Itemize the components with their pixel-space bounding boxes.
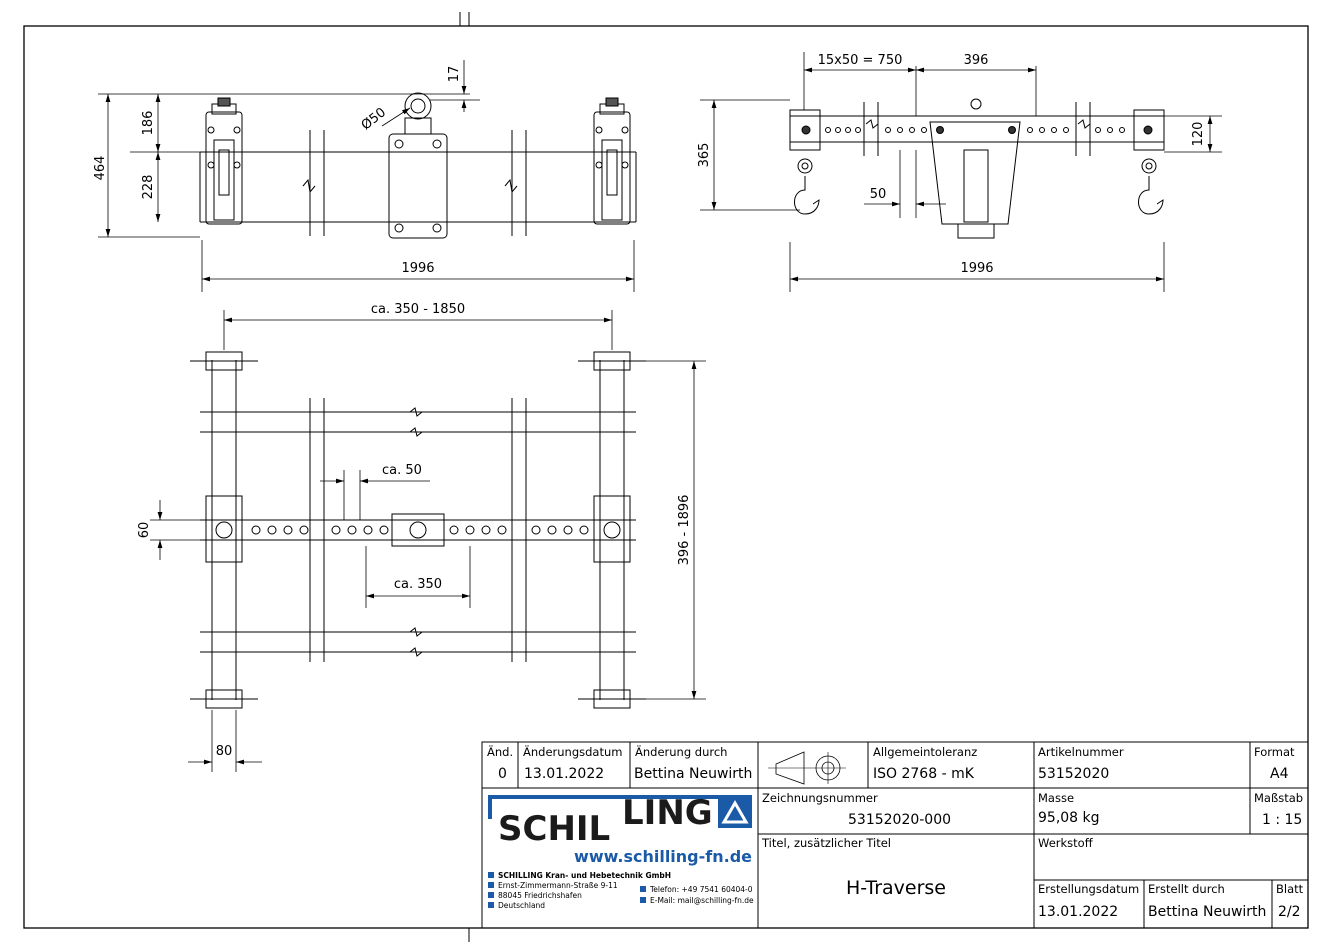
created-date-value: 13.01.2022 — [1038, 904, 1118, 920]
article-value: 53152020 — [1038, 766, 1109, 782]
drawing-no-value: 53152020-000 — [848, 812, 951, 828]
company-city: 88045 Friedrichshafen — [498, 891, 582, 900]
title-block-text: Änd. 0 Änderungsdatum 13.01.2022 Änderun… — [487, 744, 1304, 920]
front-view — [700, 52, 1222, 292]
drawing-no-label: Zeichnungsnummer — [762, 791, 878, 805]
dim-range: 396 - 1896 — [677, 495, 692, 566]
logo-triangle-icon — [721, 800, 749, 824]
company-email: E-Mail: mail@schilling-fn.de — [650, 896, 754, 905]
material-label: Werkstoff — [1038, 836, 1094, 850]
dim-464: 464 — [93, 156, 108, 181]
scale-label: Maßstab — [1254, 791, 1303, 805]
company-country: Deutschland — [498, 901, 545, 910]
title-label: Titel, zusätzlicher Titel — [761, 836, 891, 850]
company-logo: SCHIL LING www.schilling-fn.de SCHILLING… — [488, 793, 754, 910]
logo-tail: LING — [622, 793, 713, 833]
title-block — [481, 741, 1309, 929]
side-view-labels: 464 186 228 Ø50 17 1996 — [93, 66, 462, 276]
dim-front-width: 1996 — [960, 261, 993, 276]
tolerance-value: ISO 2768 - mK — [873, 766, 975, 782]
rev-value: 0 — [498, 766, 507, 782]
top-hole-row — [251, 525, 589, 535]
dim-365: 365 — [697, 143, 712, 168]
company-phone: Telefon: +49 7541 60404-0 — [649, 885, 753, 894]
sheet-label: Blatt — [1276, 882, 1304, 896]
dim-396: 396 — [964, 53, 989, 68]
top-view-labels: ca. 350 - 1850 ca. 50 ca. 350 60 80 396 … — [137, 302, 692, 759]
front-view-labels: 15x50 = 750 396 365 120 50 1996 — [697, 53, 1206, 276]
rev-label: Änd. — [487, 744, 513, 759]
dim-186: 186 — [141, 111, 156, 136]
dim-120: 120 — [1191, 122, 1206, 147]
company-street: Ernst-Zimmermann-Straße 9-11 — [498, 881, 618, 890]
dim-50: 50 — [870, 187, 887, 202]
change-by-value: Bettina Neuwirth — [634, 766, 752, 782]
logo-bar-left — [488, 799, 492, 819]
company-website: www.schilling-fn.de — [574, 847, 752, 866]
sheet-value: 2/2 — [1278, 904, 1301, 920]
logo-main: SCHIL — [498, 809, 610, 849]
company-name: SCHILLING Kran- und Hebetechnik GmbH — [498, 871, 671, 880]
change-by-label: Änderung durch — [635, 744, 727, 759]
dim-ca-50: ca. 50 — [382, 463, 422, 478]
drawing-title: H-Traverse — [846, 877, 946, 899]
change-date-value: 13.01.2022 — [524, 766, 604, 782]
dim-pitch: 15x50 = 750 — [818, 53, 903, 68]
top-view — [150, 310, 706, 772]
dim-eye-diameter: Ø50 — [359, 105, 389, 133]
mass-value: 95,08 kg — [1038, 810, 1100, 826]
dim-side-width: 1996 — [401, 261, 434, 276]
dim-17: 17 — [447, 66, 462, 83]
side-view — [98, 60, 637, 292]
dim-228: 228 — [141, 175, 156, 200]
scale-value: 1 : 15 — [1262, 812, 1302, 828]
front-hole-row — [801, 125, 1153, 135]
created-by-value: Bettina Neuwirth — [1148, 904, 1266, 920]
change-date-label: Änderungsdatum — [523, 744, 622, 759]
dim-60: 60 — [137, 522, 152, 539]
article-label: Artikelnummer — [1038, 745, 1124, 759]
tolerance-label: Allgemeintoleranz — [873, 745, 977, 759]
created-date-label: Erstellungsdatum — [1038, 882, 1139, 896]
logo-bar — [488, 795, 752, 799]
dim-span: ca. 350 - 1850 — [371, 302, 465, 317]
format-label: Format — [1254, 745, 1295, 759]
created-by-label: Erstellt durch — [1148, 882, 1225, 896]
dim-ca-350: ca. 350 — [394, 577, 442, 592]
dim-80: 80 — [216, 744, 233, 759]
format-value: A4 — [1270, 766, 1289, 782]
mass-label: Masse — [1038, 791, 1074, 805]
